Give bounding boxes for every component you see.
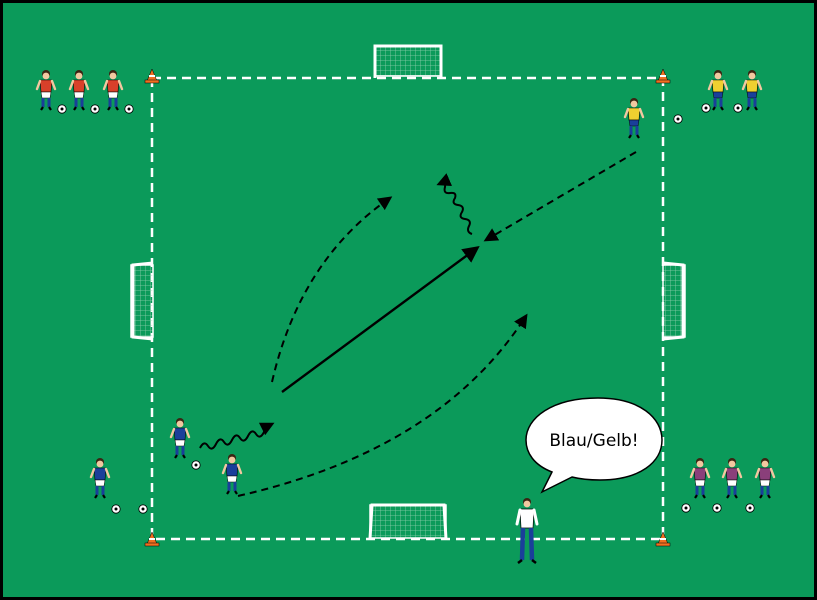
- ball-icon: [702, 104, 710, 112]
- speech-bubble-text: Blau/Gelb!: [549, 431, 638, 451]
- goal-bottom: [370, 505, 446, 539]
- goal-left: [131, 263, 153, 339]
- ball-icon: [139, 505, 147, 513]
- ball-icon: [58, 105, 66, 113]
- ball-icon: [674, 115, 682, 123]
- goal-right: [663, 263, 685, 339]
- ball-icon: [112, 505, 120, 513]
- ball-icon: [682, 504, 690, 512]
- ball-icon: [734, 104, 742, 112]
- goal-top: [375, 46, 441, 78]
- ball-icon: [192, 461, 200, 469]
- ball-icon: [746, 504, 754, 512]
- ball-icon: [91, 105, 99, 113]
- ball-icon: [125, 105, 133, 113]
- ball-icon: [713, 504, 721, 512]
